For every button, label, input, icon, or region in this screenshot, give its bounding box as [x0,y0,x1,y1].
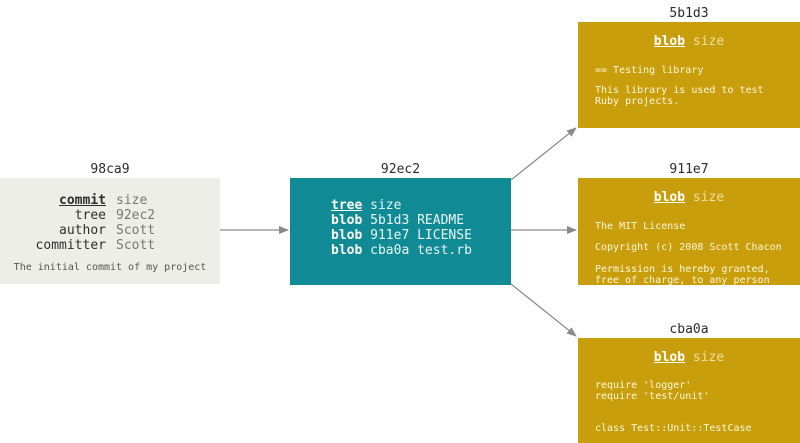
commit-type-value: size [116,193,148,208]
blob-1-content-line: Ruby projects. [595,96,680,107]
blob-2-content-line: Copyright (c) 2008 Scott Chacon [595,242,782,253]
commit-tree-key: tree [74,208,106,223]
blob-3-sha-label: cba0a [669,322,709,337]
commit-tree-value: 92ec2 [116,208,156,223]
blob-3-content-line: require 'test/unit' [595,391,710,402]
blob-3-content-line: class Test::Unit::TestCase [595,423,752,434]
blob-2-header: blob size [578,190,800,205]
blob-2-content-line: The MIT License [595,221,686,232]
blob-2-box: blob size The MIT License Copyright (c) … [578,178,800,285]
tree-entry-name: README [417,213,465,228]
commit-author-value: Scott [116,223,156,238]
blob-1-header: blob size [578,34,800,49]
arrow-tree-to-blob-3 [510,283,577,337]
blob-3-content-line: require 'logger' [595,380,692,391]
tree-entry: blob cba0a test.rb [331,243,472,259]
tree-type-row: tree size [331,198,401,214]
tree-type-value: size [370,198,402,213]
tree-entry-type: blob [331,213,363,228]
tree-type-label: tree [331,198,363,213]
blob-2-sha-label: 911e7 [669,162,709,177]
blob-1-type-value: size [692,34,725,49]
tree-entry-type: blob [331,243,363,258]
commit-object-box: commit size tree 92ec2 author Scott comm… [0,178,220,284]
blob-2-content-line: Permission is hereby granted, [595,264,770,275]
arrow-tree-to-blob-1 [510,127,577,181]
tree-entry-sha: 5b1d3 [370,213,410,228]
tree-object-box: tree size blob 5b1d3 README blob 911e7 L… [290,178,511,285]
tree-entry-sha: cba0a [370,243,410,258]
blob-1-type-label: blob [653,34,686,49]
tree-entry: blob 911e7 LICENSE [331,228,472,244]
tree-entry-type: blob [331,228,363,243]
commit-message: The initial commit of my project [13,262,207,273]
blob-2-type-label: blob [653,190,686,205]
tree-entry: blob 5b1d3 README [331,213,464,229]
blob-1-content-line: This library is used to test [595,85,764,96]
commit-committer-key: committer [35,238,106,253]
blob-3-type-value: size [692,350,725,365]
blob-2-type-value: size [692,190,725,205]
blob-3-type-label: blob [653,350,686,365]
commit-type-label: commit [59,193,106,208]
blob-1-content-line: == Testing library [595,65,704,76]
blob-3-header: blob size [578,350,800,365]
tree-entry-name: test.rb [417,243,472,258]
tree-entry-name: LICENSE [417,228,472,243]
tree-sha-label: 92ec2 [380,162,421,177]
commit-author-key: author [59,223,106,238]
blob-2-content-line: free of charge, to any person [595,275,770,285]
commit-sha-label: 98ca9 [90,162,130,177]
commit-committer-value: Scott [116,238,156,253]
blob-1-box: blob size == Testing library This librar… [578,22,800,128]
blob-3-box: blob size require 'logger' require 'test… [578,338,800,443]
blob-1-sha-label: 5b1d3 [669,6,709,21]
tree-entry-sha: 911e7 [370,228,410,243]
